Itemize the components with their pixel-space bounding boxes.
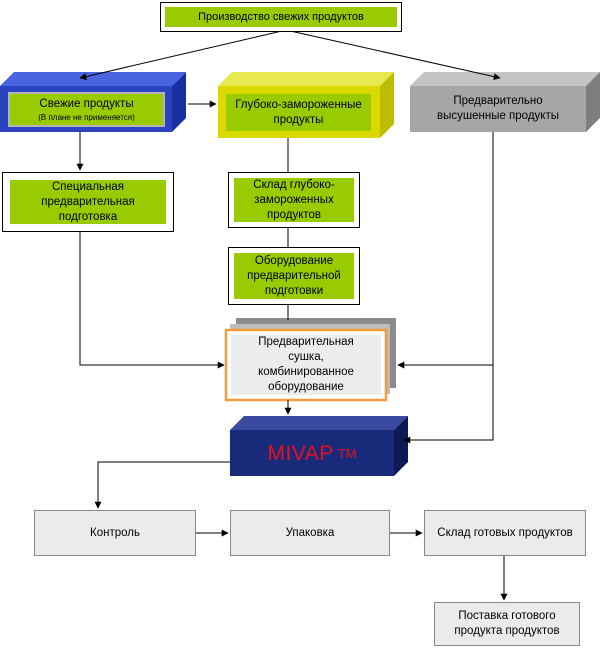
packing-label: Упаковка <box>285 526 335 539</box>
frozen-products-label: Глубоко-замороженные продукты <box>235 98 362 126</box>
fresh-products-box: Свежие продукты (В плане не применяется) <box>9 93 164 126</box>
frozen-storage-label: Склад глубоко-замороженных продуктов <box>234 178 354 222</box>
mivap-trademark: TM <box>337 445 357 461</box>
arrow-special-to-predrying <box>79 232 225 369</box>
arrow-top-to-predried <box>285 29 501 81</box>
delivery-box: Поставка готового продукта продуктов <box>434 602 580 646</box>
finished-storage-label: Склад готовых продуктов <box>437 526 573 539</box>
arrow-predried-to-predrying <box>397 132 494 369</box>
special-prep-box: Специальная предварительная подготовка <box>2 172 174 232</box>
predried-3d-block <box>410 72 600 132</box>
predrying-label: Предварительная сушка, комбинированное о… <box>258 336 354 393</box>
frozen-products-box: Глубоко-замороженные продукты <box>230 94 367 131</box>
predrying-box: Предварительная сушка, комбинированное о… <box>231 335 381 395</box>
frozen-storage-box: Склад глубоко-замороженных продуктов <box>228 172 360 228</box>
special-prep-label: Специальная предварительная подготовка <box>10 180 166 224</box>
fresh-products-label: Свежие продукты <box>39 97 134 110</box>
predried-products-label: Предварительно высушенные продукты <box>437 95 559 122</box>
mivap-3d-block <box>230 416 408 476</box>
frozen-3d-block <box>218 72 394 138</box>
prep-equipment-box: Оборудование предварительной подготовки <box>228 247 360 305</box>
fresh-production-label: Производство свежих продуктов <box>165 7 397 27</box>
fresh-production-box: Производство свежих продуктов <box>160 2 402 32</box>
control-label: Контроль <box>90 526 140 539</box>
arrow-predried-to-mivap <box>403 365 494 444</box>
predried-products-box: Предварительно высушенные продукты <box>425 90 571 128</box>
mivap-box: MIVAP TM <box>230 430 394 476</box>
control-box: Контроль <box>34 510 196 556</box>
prep-equipment-label: Оборудование предварительной подготовки <box>234 253 354 299</box>
fresh-products-note: (В плане не применяется) <box>38 112 135 122</box>
finished-storage-box: Склад готовых продуктов <box>424 510 586 556</box>
arrow-top-to-fresh <box>79 29 287 80</box>
arrow-mivap-to-control <box>94 461 230 509</box>
delivery-label: Поставка готового продукта продуктов <box>454 610 560 637</box>
packing-box: Упаковка <box>230 510 390 556</box>
predrying-stack <box>224 318 396 402</box>
fresh-3d-block <box>0 72 186 132</box>
mivap-label: MIVAP <box>267 441 334 465</box>
